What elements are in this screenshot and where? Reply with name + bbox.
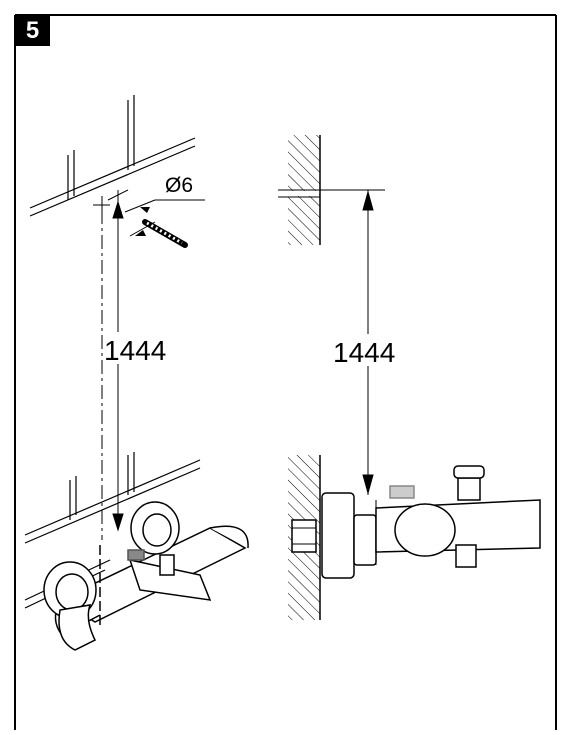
left-dimension-label-bg — [104, 332, 174, 364]
wall-tiles-top — [29, 95, 196, 217]
right-dimension-label-bg — [333, 334, 405, 366]
drill-bit-icon — [124, 199, 205, 248]
right-dimension-label: 1444 — [333, 337, 395, 368]
faucet-perspective-icon — [43, 501, 249, 651]
wall-tiles-bottom — [24, 452, 201, 609]
step-number-badge: 5 — [15, 15, 50, 46]
drill-diameter-label: Ø6 — [165, 174, 193, 197]
wall-section-top — [278, 135, 321, 245]
left-dimension-arrow — [112, 200, 124, 532]
frame-border — [14, 14, 557, 730]
faucet-section-icon — [291, 465, 541, 579]
left-dimension-label: 1444 — [104, 335, 166, 366]
